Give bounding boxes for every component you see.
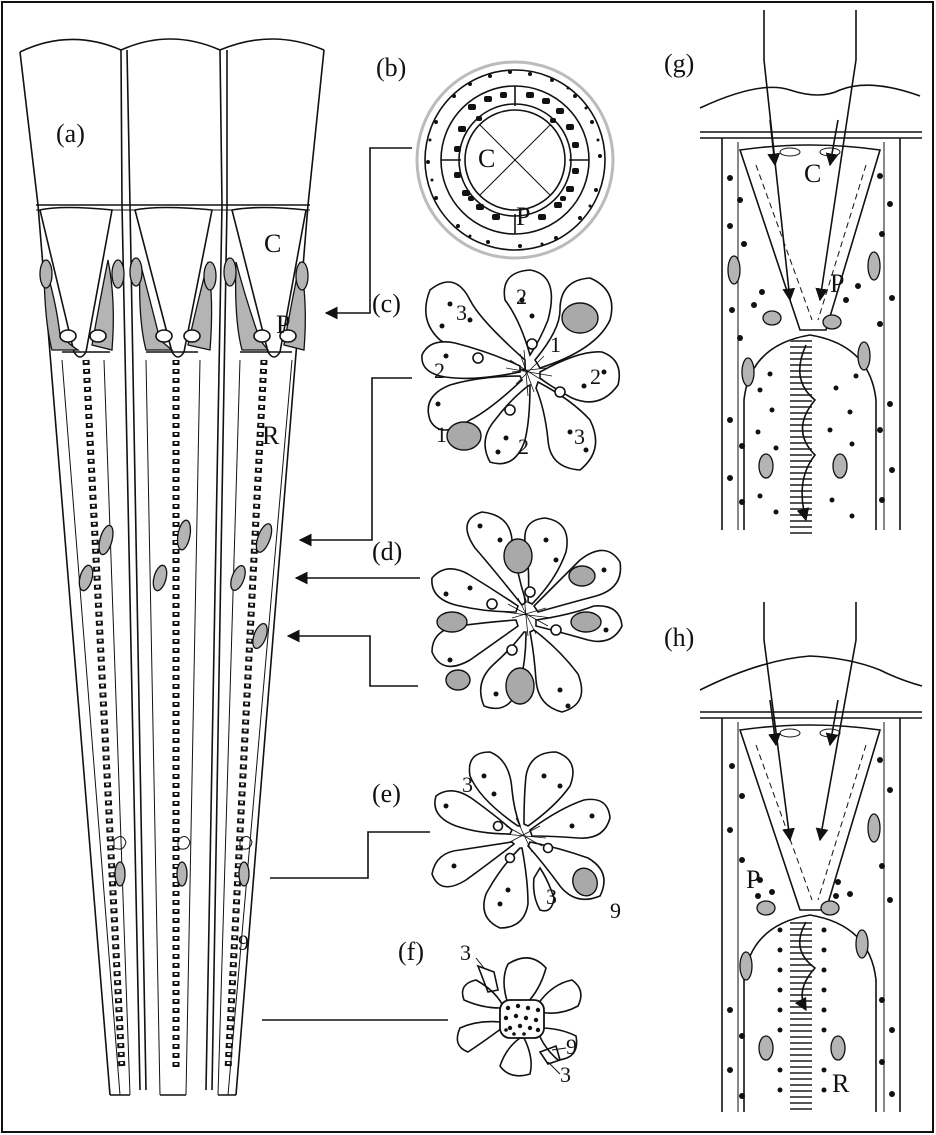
panel-b-label-p: P xyxy=(516,202,530,231)
panel-e-num-2: 3 xyxy=(546,884,557,909)
panel-f-label: (f) xyxy=(398,937,424,966)
panel-e-num-3: 9 xyxy=(610,898,621,923)
panel-c-retinula-rosette: (c) 3 2 1 2 2 1 2 3 xyxy=(372,270,619,470)
panel-c-num-2: 2 xyxy=(516,284,527,309)
panel-e-retinula-rosette: (e) 3 3 9 xyxy=(372,752,621,928)
panel-a-label-9: 9 xyxy=(238,930,249,955)
panel-f-num-3: 3 xyxy=(560,1062,571,1087)
panel-b-cone-cross-section: (b) C P xyxy=(376,53,613,258)
panel-c-num-1: 3 xyxy=(456,300,467,325)
panel-h-light-path-diagram: (h) P R xyxy=(664,602,922,1112)
panel-e-num-1: 3 xyxy=(462,772,473,797)
panel-h-label-p: P xyxy=(746,865,760,894)
panel-a-label-r: R xyxy=(262,421,280,450)
panel-a-label-c: C xyxy=(264,229,281,258)
panel-c-num-7: 2 xyxy=(518,434,529,459)
cornea-facets xyxy=(20,39,324,52)
panel-g-light-path-diagram: (g) C P xyxy=(664,10,922,536)
panel-g-label: (g) xyxy=(664,49,694,78)
panel-f-num-1: 3 xyxy=(460,940,471,965)
panel-d-retinula-rosette: (d) xyxy=(372,512,622,712)
panel-f-num-2: 9 xyxy=(566,1034,577,1059)
panel-h-label: (h) xyxy=(664,623,694,652)
panel-c-num-5: 2 xyxy=(434,358,445,383)
panel-b-label: (b) xyxy=(376,53,406,82)
panel-d-label: (d) xyxy=(372,537,402,566)
panel-c-label: (c) xyxy=(372,289,401,318)
panel-h-label-r: R xyxy=(832,1069,850,1098)
panel-c-num-3: 1 xyxy=(550,332,561,357)
panel-f-retinula-rosette: (f) 3 9 3 xyxy=(398,937,581,1087)
panel-c-num-8: 3 xyxy=(574,424,585,449)
panel-a-longitudinal-ommatidia: (a) C P R 9 xyxy=(20,39,324,1095)
panel-b-label-c: C xyxy=(478,144,495,173)
panel-a-label-p: P xyxy=(276,310,290,339)
panel-g-label-p: P xyxy=(830,269,844,298)
panel-c-num-6: 1 xyxy=(436,422,447,447)
panel-g-label-c: C xyxy=(804,159,821,188)
panel-c-num-4: 2 xyxy=(590,364,601,389)
panel-a-label: (a) xyxy=(56,119,85,148)
panel-g-rhabdom xyxy=(790,340,812,536)
panel-e-label: (e) xyxy=(372,779,401,808)
